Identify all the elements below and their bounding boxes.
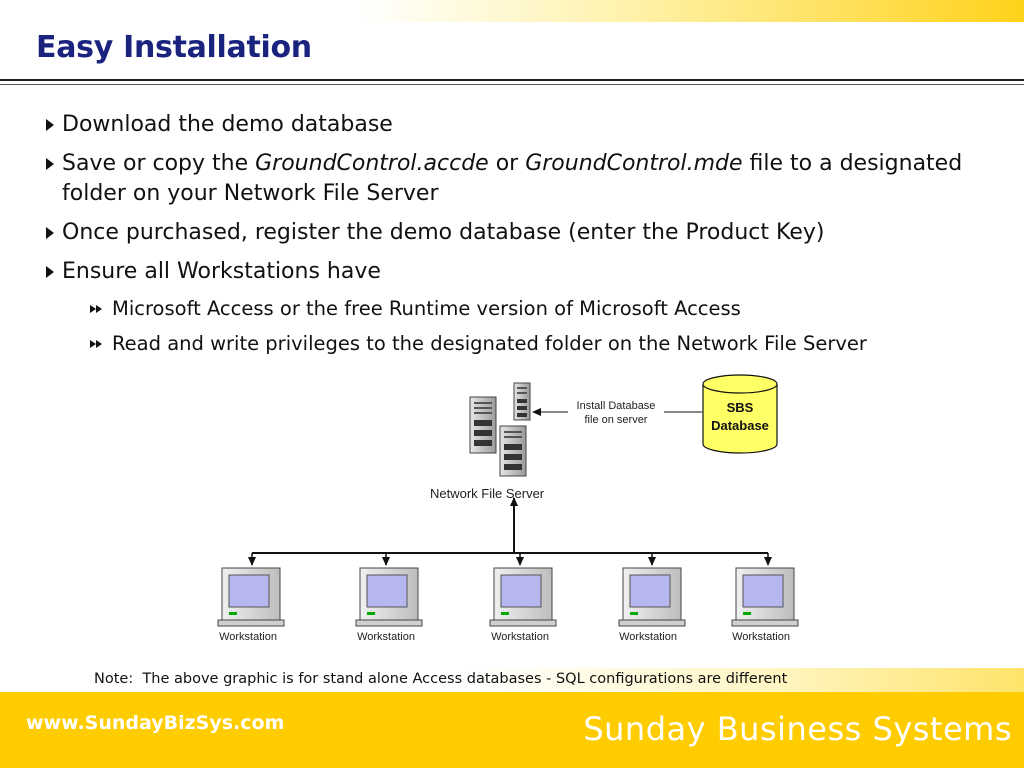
company-name: Sunday Business Systems [583,710,1012,748]
bullet-text: Ensure all Workstations have [62,259,381,284]
note-gradient-band [0,668,1024,692]
bullet-text-pre: Save or copy the [62,151,256,176]
sub-bullet-privileges: Read and write privileges to the designa… [90,331,1004,357]
server-tower-icon [469,396,497,454]
bullet-text: Once purchased, register the demo databa… [62,220,825,245]
workstation-icon [618,567,686,627]
footer-bar: www.SundayBizSys.com Sunday Business Sys… [0,692,1024,768]
top-gradient-band [0,0,1024,22]
workstation-label: Workstation [357,631,415,643]
bullet-register: Once purchased, register the demo databa… [44,218,1004,248]
workstation-label: Workstation [732,631,790,643]
workstation-icon [731,567,799,627]
title-rule [0,79,1024,81]
bullet-text-post: file to a designated folder on your Netw… [62,151,963,206]
slide-title: Easy Installation [36,30,312,65]
database-icon [702,374,778,454]
bullet-list: Download the demo database Save or copy … [44,110,1004,366]
bullet-text-mid: or [488,151,526,176]
server-label: Network File Server [430,486,545,501]
bullet-workstations: Ensure all Workstations have [44,257,1004,287]
network-diagram: Network File Server Install Database fil… [217,374,799,643]
install-label-line2: file on server [585,414,648,426]
sub-bullet-text: Read and write privileges to the designa… [112,332,867,355]
install-label-line1: Install Database [577,400,656,412]
website-link[interactable]: www.SundayBizSys.com [26,712,285,734]
bullet-text: Download the demo database [62,112,393,137]
database-label-line1: SBS [727,400,754,415]
bullet-download: Download the demo database [44,110,1004,140]
sub-bullet-access: Microsoft Access or the free Runtime ver… [90,296,1004,322]
file-name-mde: GroundControl.mde [525,151,743,176]
diagram-note: Note: The above graphic is for stand alo… [94,671,788,687]
server-tower-icon [499,425,527,477]
workstation-icon [489,567,557,627]
workstation-label: Workstation [219,631,277,643]
database-label-line2: Database [711,418,769,433]
file-name-accde: GroundControl.accde [255,151,489,176]
sub-bullet-text: Microsoft Access or the free Runtime ver… [112,297,741,320]
workstation-icon [355,567,423,627]
workstation-label: Workstation [491,631,549,643]
title-rule-thin [0,84,1024,85]
server-tower-icon [513,382,531,421]
bullet-save-copy: Save or copy the GroundControl.accde or … [44,149,1004,209]
workstation-label: Workstation [619,631,677,643]
workstation-icon [217,567,285,627]
